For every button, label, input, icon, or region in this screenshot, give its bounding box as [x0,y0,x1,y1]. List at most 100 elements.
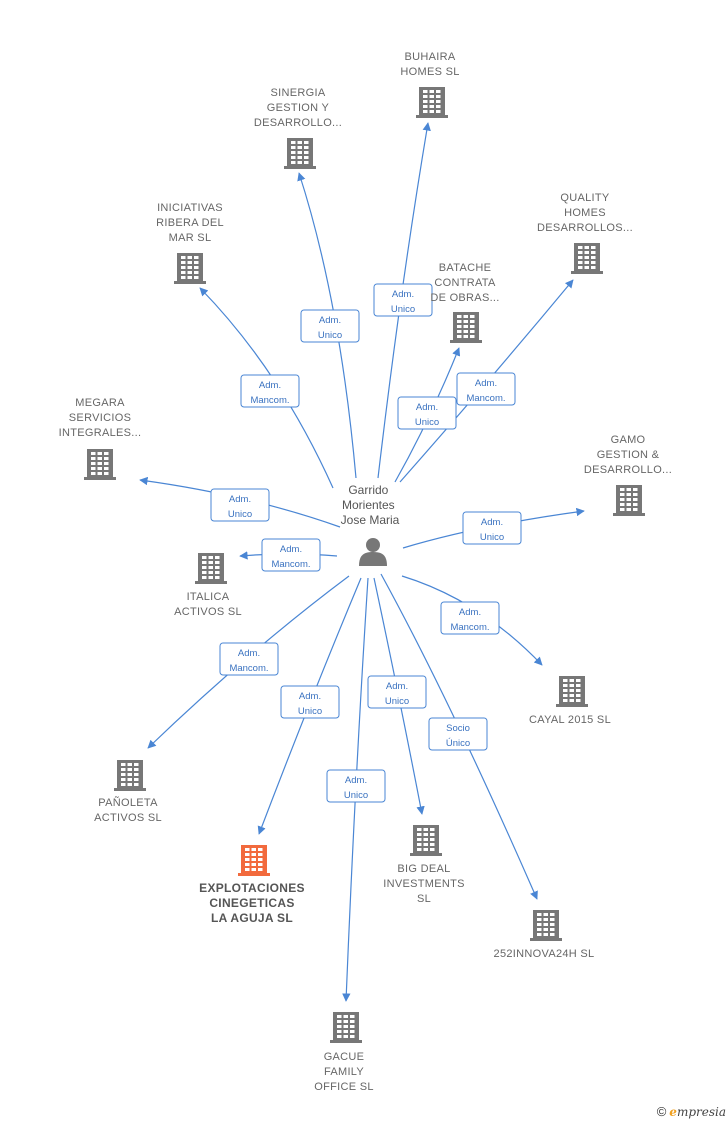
company-name-line: LA AGUJA SL [211,911,293,925]
role-badge-text: Mancom. [450,622,489,633]
building-icon [330,1012,362,1043]
building-icon [238,845,270,876]
company-node-buhaira[interactable]: BUHAIRA HOMES SL [400,51,459,118]
company-name-line: GAMO [611,434,646,446]
building-icon [114,760,146,791]
company-name-line: GESTION Y [267,102,330,114]
role-badge-batache[interactable]: Adm. Unico [397,396,457,430]
role-badge-text: Adm. [416,402,438,413]
role-badge-gamo[interactable]: Adm. Unico [462,511,522,545]
role-badge-text: Adm. [459,607,481,618]
company-name-line: ACTIVOS SL [94,812,162,824]
role-badge-cayal[interactable]: Adm. Mancom. [440,601,500,635]
role-badge-quality[interactable]: Adm.Mancom. [456,372,516,406]
center-name-line: Garrido [348,483,388,497]
building-icon [416,87,448,118]
edges-layer: Adm.UnicoAdm.UnicoAdm.Mancom.Adm.Mancom.… [139,122,585,1002]
building-icon [195,553,227,584]
company-node-panoleta[interactable]: PAÑOLETA ACTIVOS SL [94,760,162,824]
building-icon [410,825,442,856]
company-name-line: OFFICE SL [314,1081,374,1093]
role-badge-text: Adm. [299,691,321,702]
copyright-icon: © [656,1104,667,1119]
brand-logo: empresia [669,1105,726,1119]
building-icon [530,910,562,941]
company-name-line: GESTION & [597,449,660,461]
center-name-line: Morientes [342,498,395,512]
role-badge-text: Unico [318,330,342,341]
building-icon [556,676,588,707]
role-badge-iniciativas[interactable]: Adm.Mancom. [240,374,300,408]
role-badge-text: Unico [391,304,415,315]
company-node-quality[interactable]: QUALITYHOMESDESARROLLOS... [537,192,633,274]
company-name-line: GACUE [324,1051,365,1063]
company-node-bigdeal[interactable]: BIG DEAL INVESTMENTS SL [383,825,465,905]
center-person-node[interactable]: Garrido Morientes Jose Maria [341,483,400,566]
company-name-line: HOMES SL [400,66,459,78]
company-name-line: SL [417,893,431,905]
role-badge-text: Unico [385,696,409,707]
company-name-line: INTEGRALES... [59,427,142,439]
role-badge-text: Adm. [280,544,302,555]
role-badge-italica[interactable]: Adm. Mancom. [261,538,321,572]
company-name-line: INVESTMENTS [383,878,465,890]
company-name-line: DE OBRAS... [430,292,499,304]
company-node-italica[interactable]: ITALICA ACTIVOS SL [174,553,242,618]
role-badge-text: Mancom. [466,393,505,404]
company-node-megara[interactable]: MEGARASERVICIOSINTEGRALES... [59,397,142,480]
building-icon [571,243,603,274]
role-badge-text: Adm. [392,289,414,300]
role-badge-bigdeal[interactable]: Adm. Unico [367,675,427,709]
building-icon [613,485,645,516]
company-name-line: BUHAIRA [405,51,456,63]
role-badge-text: Adm. [229,494,251,505]
role-badge-text: Único [446,738,470,749]
company-name-line: PAÑOLETA [98,796,158,809]
company-name-line: DESARROLLO... [254,117,342,129]
company-name-line: ACTIVOS SL [174,606,242,618]
company-name-line: INICIATIVAS [157,202,223,214]
role-badge-text: Unico [480,532,504,543]
company-name-line: HOMES [564,207,606,219]
role-badge-gacue[interactable]: Adm. Unico [326,769,386,803]
company-name-line: ITALICA [187,591,230,603]
company-name-line: 252INNOVA24H SL [494,948,595,960]
role-badge-text: Adm. [259,380,281,391]
company-node-gacue[interactable]: GACUE FAMILY OFFICE SL [314,1012,374,1093]
company-name-line: FAMILY [324,1066,364,1078]
role-badge-text: Adm. [386,681,408,692]
building-icon [450,312,482,343]
company-node-innova[interactable]: 252INNOVA24H SL [494,910,595,960]
role-badge-text: Adm. [345,775,367,786]
role-badge-text: Unico [344,790,368,801]
role-badge-buhaira[interactable]: Adm. Unico [373,283,433,317]
company-name-line: BIG DEAL [397,863,450,875]
center-name-line: Jose Maria [341,513,400,527]
company-name-line: CAYAL 2015 SL [529,714,611,726]
company-name-line: RIBERA DEL [156,217,224,229]
role-badge-text: Mancom. [229,663,268,674]
role-badge-explotaciones[interactable]: Adm. Unico [280,685,340,719]
role-badge-text: Adm. [238,648,260,659]
company-name-line: MEGARA [75,397,125,409]
center-name: Garrido Morientes Jose Maria [341,483,400,527]
role-badge-megara[interactable]: Adm.Unico [210,488,270,522]
role-badge-panoleta[interactable]: Adm. Mancom. [219,642,279,676]
role-badge-text: Socio [446,723,470,734]
building-icon [174,253,206,284]
role-badge-text: Adm. [481,517,503,528]
role-badge-sinergia[interactable]: Adm.Unico [300,309,360,343]
role-badge-text: Unico [415,417,439,428]
role-badge-text: Unico [298,706,322,717]
building-icon [284,138,316,169]
role-badge-text: Mancom. [271,559,310,570]
company-node-cayal[interactable]: CAYAL 2015 SL [529,676,611,726]
company-name-line: QUALITY [560,192,610,204]
